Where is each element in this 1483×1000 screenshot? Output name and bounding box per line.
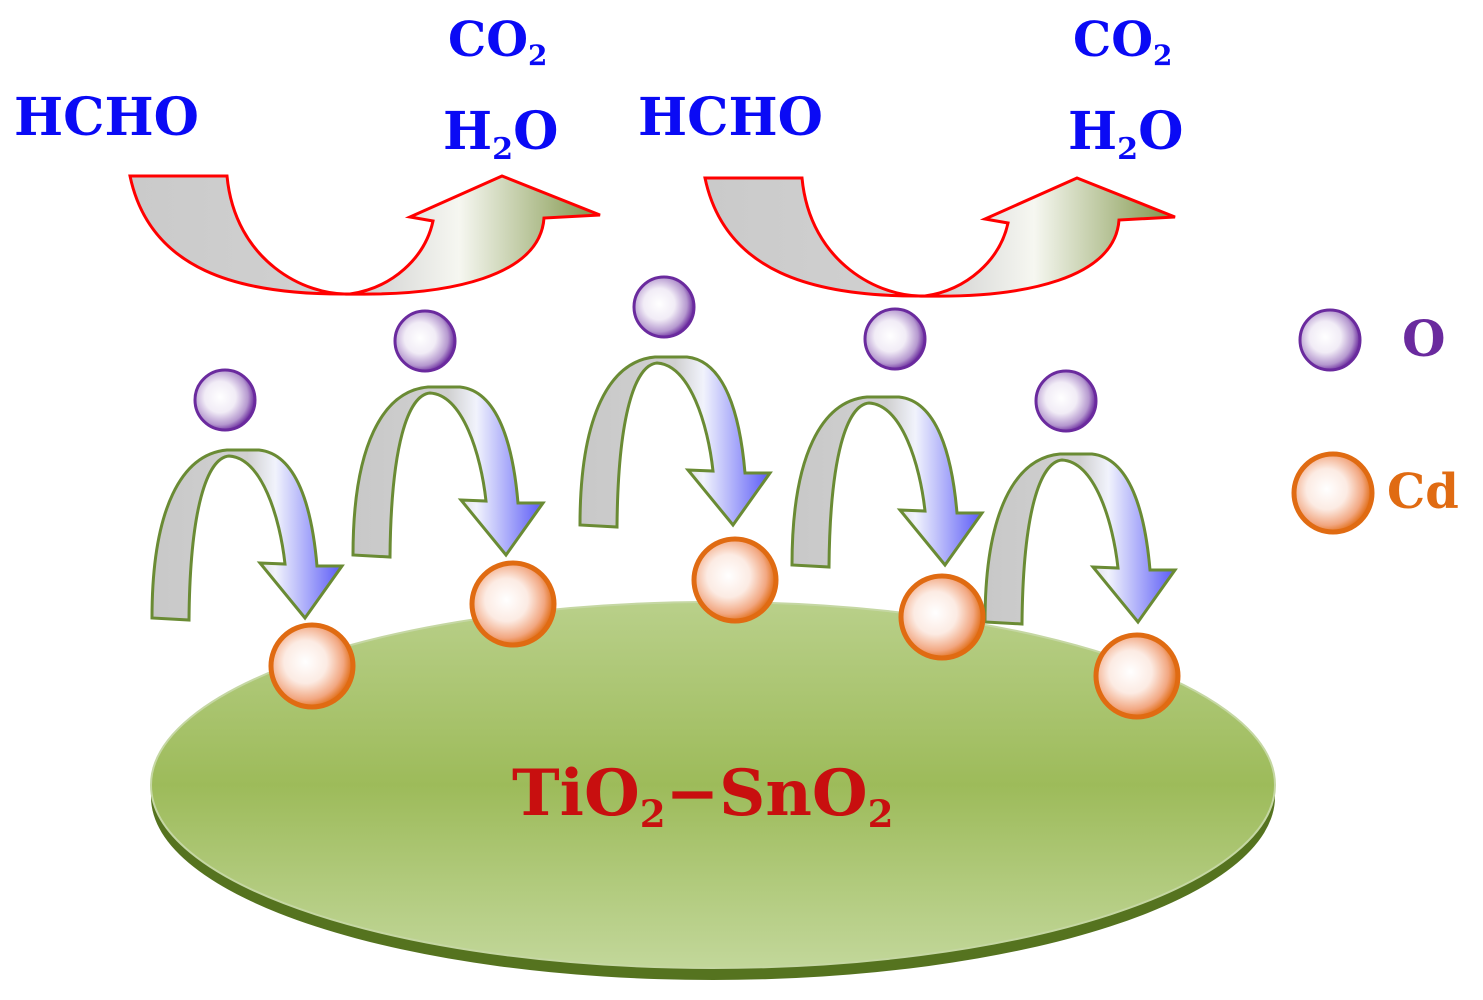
reaction-arrow-1 bbox=[128, 174, 602, 296]
oxygen-atom bbox=[393, 309, 457, 373]
h2o-suffix: O bbox=[513, 101, 559, 162]
reactant-label-1: HCHO bbox=[14, 87, 199, 148]
product-co2-label-1: CO2 bbox=[448, 16, 547, 69]
oxygen-atom bbox=[193, 368, 257, 432]
cadmium-atoms bbox=[268, 536, 1181, 720]
h2o-subscript: 2 bbox=[1117, 131, 1139, 167]
reaction-arrow-2 bbox=[703, 176, 1177, 298]
oxygen-atom bbox=[1034, 369, 1098, 433]
support-dash: − bbox=[665, 756, 720, 831]
support-part2: SnO bbox=[719, 756, 868, 831]
oxygen-transfer-arrow-1 bbox=[150, 448, 344, 622]
oxygen-transfer-arrow-5 bbox=[983, 452, 1177, 626]
support-label: TiO2−SnO2 bbox=[512, 762, 893, 833]
product-h2o-label-2: H2O bbox=[1068, 106, 1183, 165]
oxygen-atom bbox=[632, 275, 696, 339]
reactant-label-2: HCHO bbox=[638, 87, 823, 148]
co2-base: CO bbox=[1073, 12, 1154, 68]
h2o-subscript: 2 bbox=[492, 131, 514, 167]
oxygen-atoms bbox=[193, 275, 1098, 433]
support-part1: TiO bbox=[512, 756, 640, 831]
cadmium-atom bbox=[469, 560, 557, 648]
oxygen-transfer-arrow-3 bbox=[578, 355, 772, 529]
cadmium-atom bbox=[691, 536, 779, 624]
cadmium-atom bbox=[268, 622, 356, 710]
co2-subscript: 2 bbox=[1153, 38, 1173, 72]
legend-cadmium-symbol bbox=[1291, 451, 1375, 535]
legend-oxygen-label: O bbox=[1402, 309, 1446, 368]
support-sub1: 2 bbox=[639, 791, 666, 836]
legend-oxygen-symbol bbox=[1298, 308, 1362, 372]
oxygen-atom bbox=[863, 307, 927, 371]
product-h2o-label-1: H2O bbox=[443, 106, 558, 165]
h2o-suffix: O bbox=[1138, 101, 1184, 162]
support-disc bbox=[150, 601, 1276, 980]
h2o-prefix: H bbox=[1068, 101, 1118, 162]
product-co2-label-2: CO2 bbox=[1073, 16, 1172, 69]
cadmium-atom bbox=[898, 573, 986, 661]
oxygen-transfer-arrow-2 bbox=[351, 385, 545, 559]
legend-cadmium-label: Cd bbox=[1387, 464, 1459, 520]
h2o-prefix: H bbox=[443, 101, 493, 162]
oxygen-transfer-arrow-4 bbox=[790, 395, 984, 569]
co2-subscript: 2 bbox=[528, 38, 548, 72]
cadmium-atom bbox=[1093, 632, 1181, 720]
support-sub2: 2 bbox=[867, 791, 894, 836]
co2-base: CO bbox=[448, 12, 529, 68]
